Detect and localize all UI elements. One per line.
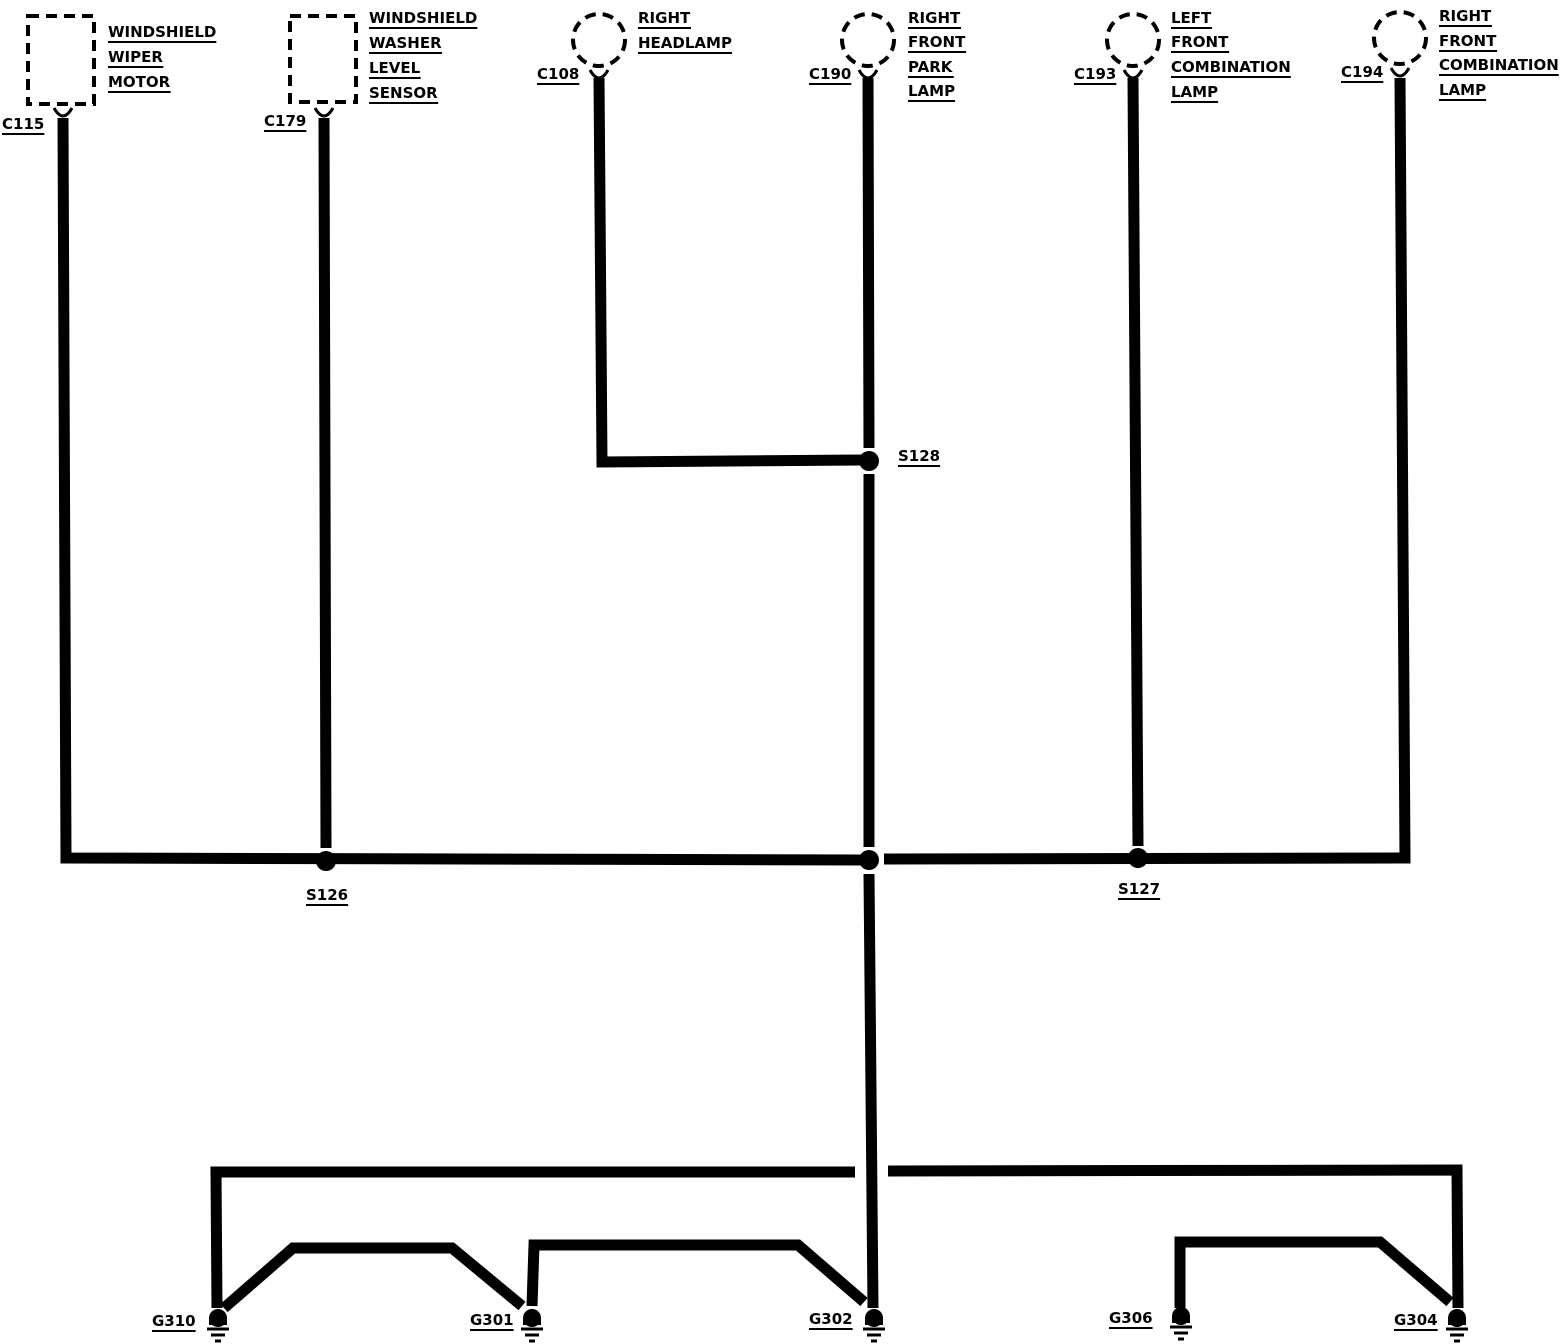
wiper-motor-outline: [26, 14, 96, 106]
splice-label-s127: S127: [1118, 880, 1160, 898]
right-combo-lamp-label-2: FRONT: [1439, 32, 1497, 50]
connector-label-c108: C108: [537, 65, 579, 83]
wire-c193-to-s127: [1127, 77, 1144, 847]
wire-c179-to-s126: [318, 117, 332, 849]
left-combo-lamp-label-3: COMBINATION: [1171, 58, 1291, 76]
ground-strap-right: [887, 1164, 1464, 1309]
park-lamp-label-3: PARK: [908, 58, 954, 76]
splices: [316, 451, 1148, 871]
connector-label-c190: C190: [809, 65, 851, 83]
wiper-motor-label-1: WINDSHIELD: [108, 23, 216, 41]
wire-c108-to-s128: [593, 77, 863, 468]
ground-icon: [1446, 1309, 1468, 1343]
left-combo-lamp-label-1: LEFT: [1171, 9, 1212, 27]
park-lamp-label-2: FRONT: [908, 33, 966, 51]
splice-labels: S128 S126 S127: [306, 447, 1160, 904]
ground-label-g304: G304: [1394, 1311, 1438, 1329]
ground-icon: [863, 1309, 885, 1343]
right-front-park-lamp-outline: [840, 12, 896, 68]
splice-dot-s126: [316, 851, 336, 871]
ground-strap-g310-g301: [220, 1242, 526, 1313]
wire-c190-to-s128: [862, 77, 875, 449]
splice-label-s128: S128: [898, 447, 940, 465]
splice-dot-s128: [859, 451, 879, 471]
washer-sensor-label-3: LEVEL: [369, 59, 421, 77]
park-lamp-label-4: LAMP: [908, 82, 955, 100]
connector-forks: [52, 67, 1411, 118]
ground-label-g310: G310: [152, 1312, 196, 1330]
washer-sensor-outline: [288, 14, 358, 104]
left-combo-lamp-label-4: LAMP: [1171, 83, 1218, 101]
ground-label-g306: G306: [1109, 1309, 1153, 1327]
label-underlines: [2, 25, 1559, 1332]
ground-strap-left: [210, 1166, 855, 1309]
washer-sensor-label-2: WASHER: [369, 34, 442, 52]
component-labels: WINDSHIELD WIPER MOTOR WINDSHIELD WASHER…: [108, 7, 1559, 102]
ground-strap-g301-g302: [526, 1239, 868, 1307]
connector-fork: [588, 69, 610, 80]
park-lamp-label-1: RIGHT: [908, 9, 961, 27]
splice-label-s126: S126: [306, 886, 348, 904]
ground-icon: [207, 1309, 229, 1343]
connector-label-c179: C179: [264, 112, 306, 130]
component-outlines: [26, 10, 1428, 106]
ground-label-g301: G301: [470, 1311, 514, 1329]
wire-c115-to-bus: [57, 117, 863, 866]
wiper-motor-label-3: MOTOR: [108, 73, 171, 91]
right-front-combination-lamp-outline: [1372, 10, 1428, 66]
washer-sensor-label-1: WINDSHIELD: [369, 9, 477, 27]
ground-icon: [521, 1309, 543, 1343]
connector-label-c194: C194: [1341, 63, 1383, 81]
washer-sensor-label-4: SENSOR: [369, 84, 438, 102]
connector-fork: [52, 107, 74, 118]
left-combo-lamp-label-2: FRONT: [1171, 33, 1229, 51]
splice-dot-main: [859, 850, 879, 870]
right-combo-lamp-label-1: RIGHT: [1439, 7, 1492, 25]
wire-main-to-c194: [883, 77, 1411, 865]
wire-main-to-g302: [863, 873, 879, 1309]
splice-dot-s127: [1128, 848, 1148, 868]
connector-labels: C115 C179 C108 C190 C193 C194: [2, 63, 1383, 133]
wires: [57, 77, 1464, 1313]
connector-label-c115: C115: [2, 115, 44, 133]
ground-symbols: [207, 1307, 1468, 1343]
left-front-combination-lamp-outline: [1105, 12, 1161, 68]
ground-strap-g306-g304: [1174, 1236, 1454, 1308]
right-combo-lamp-label-3: COMBINATION: [1439, 56, 1559, 74]
connector-fork: [313, 107, 335, 118]
wiper-motor-label-2: WIPER: [108, 48, 163, 66]
ground-labels: G310 G301 G302 G306 G304: [152, 1309, 1438, 1330]
connector-fork: [1389, 67, 1411, 78]
connector-fork: [1122, 69, 1144, 80]
right-headlamp-outline: [571, 12, 627, 68]
ground-label-g302: G302: [809, 1310, 853, 1328]
connector-fork: [857, 69, 879, 80]
right-combo-lamp-label-4: LAMP: [1439, 81, 1486, 99]
connector-label-c193: C193: [1074, 65, 1116, 83]
right-headlamp-label-1: RIGHT: [638, 9, 691, 27]
ground-icon: [1170, 1307, 1192, 1341]
right-headlamp-label-2: HEADLAMP: [638, 34, 732, 52]
